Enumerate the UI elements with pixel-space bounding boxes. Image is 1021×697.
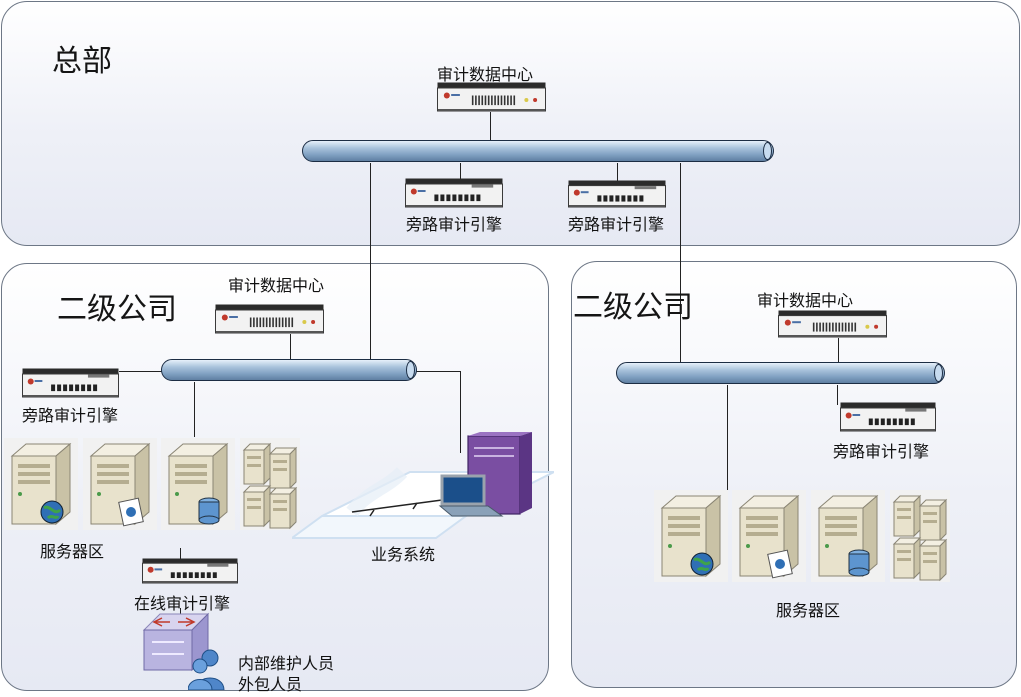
- server-rack-icon: [240, 438, 300, 530]
- sub-right-server-zone-label: 服务器区: [776, 601, 841, 620]
- sub-right-title: 二级公司: [573, 290, 693, 325]
- sub-right-data-center-appliance: [778, 310, 887, 338]
- hq-data-center-appliance: [437, 82, 546, 112]
- server-globe-icon: [654, 490, 728, 582]
- server-globe-icon: [4, 438, 78, 530]
- right-network-bus: [616, 362, 945, 384]
- users-icon: [188, 648, 228, 690]
- sub-left-outsourced-staff-label: 外包人员: [238, 675, 303, 694]
- wire-left-dc: [290, 334, 291, 359]
- wire-hq-engine-1: [460, 163, 461, 181]
- hq-title: 总部: [52, 44, 112, 79]
- hq-bypass-engine-2-appliance: [568, 180, 666, 208]
- sub-left-data-center-appliance: [215, 304, 324, 334]
- hq-data-center-label: 审计数据中心: [437, 65, 534, 84]
- wire-right-servers: [727, 385, 728, 493]
- sub-left-online-engine-appliance: [142, 558, 238, 584]
- wire-left-engine-h: [119, 371, 162, 372]
- sub-left-title: 二级公司: [57, 292, 177, 327]
- sub-left-internal-staff-label: 内部维护人员: [238, 654, 335, 673]
- server-rack-icon: [890, 490, 950, 582]
- sub-right-bypass-engine-appliance: [840, 402, 936, 432]
- wire-hq-dc: [490, 112, 491, 141]
- sub-left-bypass-engine-appliance: [22, 368, 119, 398]
- wire-hq-engine-2: [617, 163, 618, 181]
- wire-hq-to-left: [370, 163, 371, 360]
- hq-network-bus: [302, 140, 774, 162]
- sub-left-server-zone-label: 服务器区: [40, 542, 105, 561]
- sub-left-online-engine-label: 在线审计引擎: [134, 594, 231, 613]
- wire-left-servers: [194, 382, 195, 437]
- wire-right-dc: [838, 338, 839, 363]
- sub-left-bypass-engine-label: 旁路审计引擎: [22, 406, 119, 425]
- server-document-icon: [732, 490, 806, 582]
- wire-right-engine: [837, 385, 838, 405]
- sub-right-data-center-label: 审计数据中心: [757, 291, 854, 310]
- server-database-icon: [161, 438, 235, 530]
- sub-right-bypass-engine-label: 旁路审计引擎: [833, 442, 930, 461]
- wire-left-online: [180, 548, 181, 560]
- business-system-icon: [292, 432, 554, 540]
- wire-hq-to-right: [680, 163, 681, 363]
- sub-left-business-system-label: 业务系统: [371, 545, 436, 564]
- hq-bypass-engine-2-label: 旁路审计引擎: [568, 215, 665, 234]
- hq-bypass-engine-1-label: 旁路审计引擎: [406, 215, 503, 234]
- left-network-bus: [161, 359, 417, 381]
- wire-left-biz-h: [416, 371, 461, 372]
- hq-panel: [1, 1, 1020, 246]
- server-document-icon: [83, 438, 157, 530]
- hq-bypass-engine-1-appliance: [405, 178, 503, 208]
- network-switch-icon: [140, 612, 210, 674]
- sub-left-data-center-label: 审计数据中心: [228, 276, 325, 295]
- wire-left-biz-v: [460, 371, 461, 453]
- server-database-icon: [811, 490, 885, 582]
